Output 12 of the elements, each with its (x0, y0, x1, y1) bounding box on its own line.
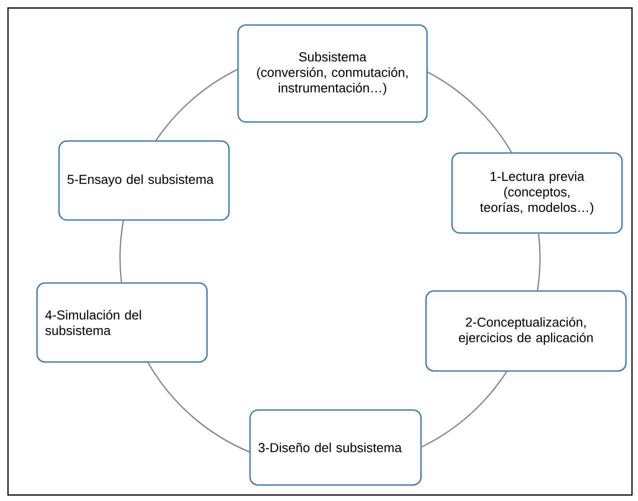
connector-arc (426, 71, 512, 154)
process-box: Subsistema (conversión, conmutación, instrumentación…) (237, 24, 428, 123)
process-box: 1-Lectura previa (conceptos, teorías, modelos…) (451, 152, 623, 234)
connector-arc (147, 362, 250, 453)
process-box: 2-Conceptualización, ejercicios de aplicación (425, 290, 627, 372)
process-box: 5-Ensayo del subsistema (58, 140, 230, 221)
process-box: 3-Diseño del subsistema (249, 409, 422, 486)
connector-arc (536, 232, 541, 292)
connector-arc (420, 370, 508, 448)
process-box: 4-Simulación del subsistema (36, 282, 208, 363)
connector-arc (119, 220, 124, 284)
connector-arc (155, 68, 238, 142)
